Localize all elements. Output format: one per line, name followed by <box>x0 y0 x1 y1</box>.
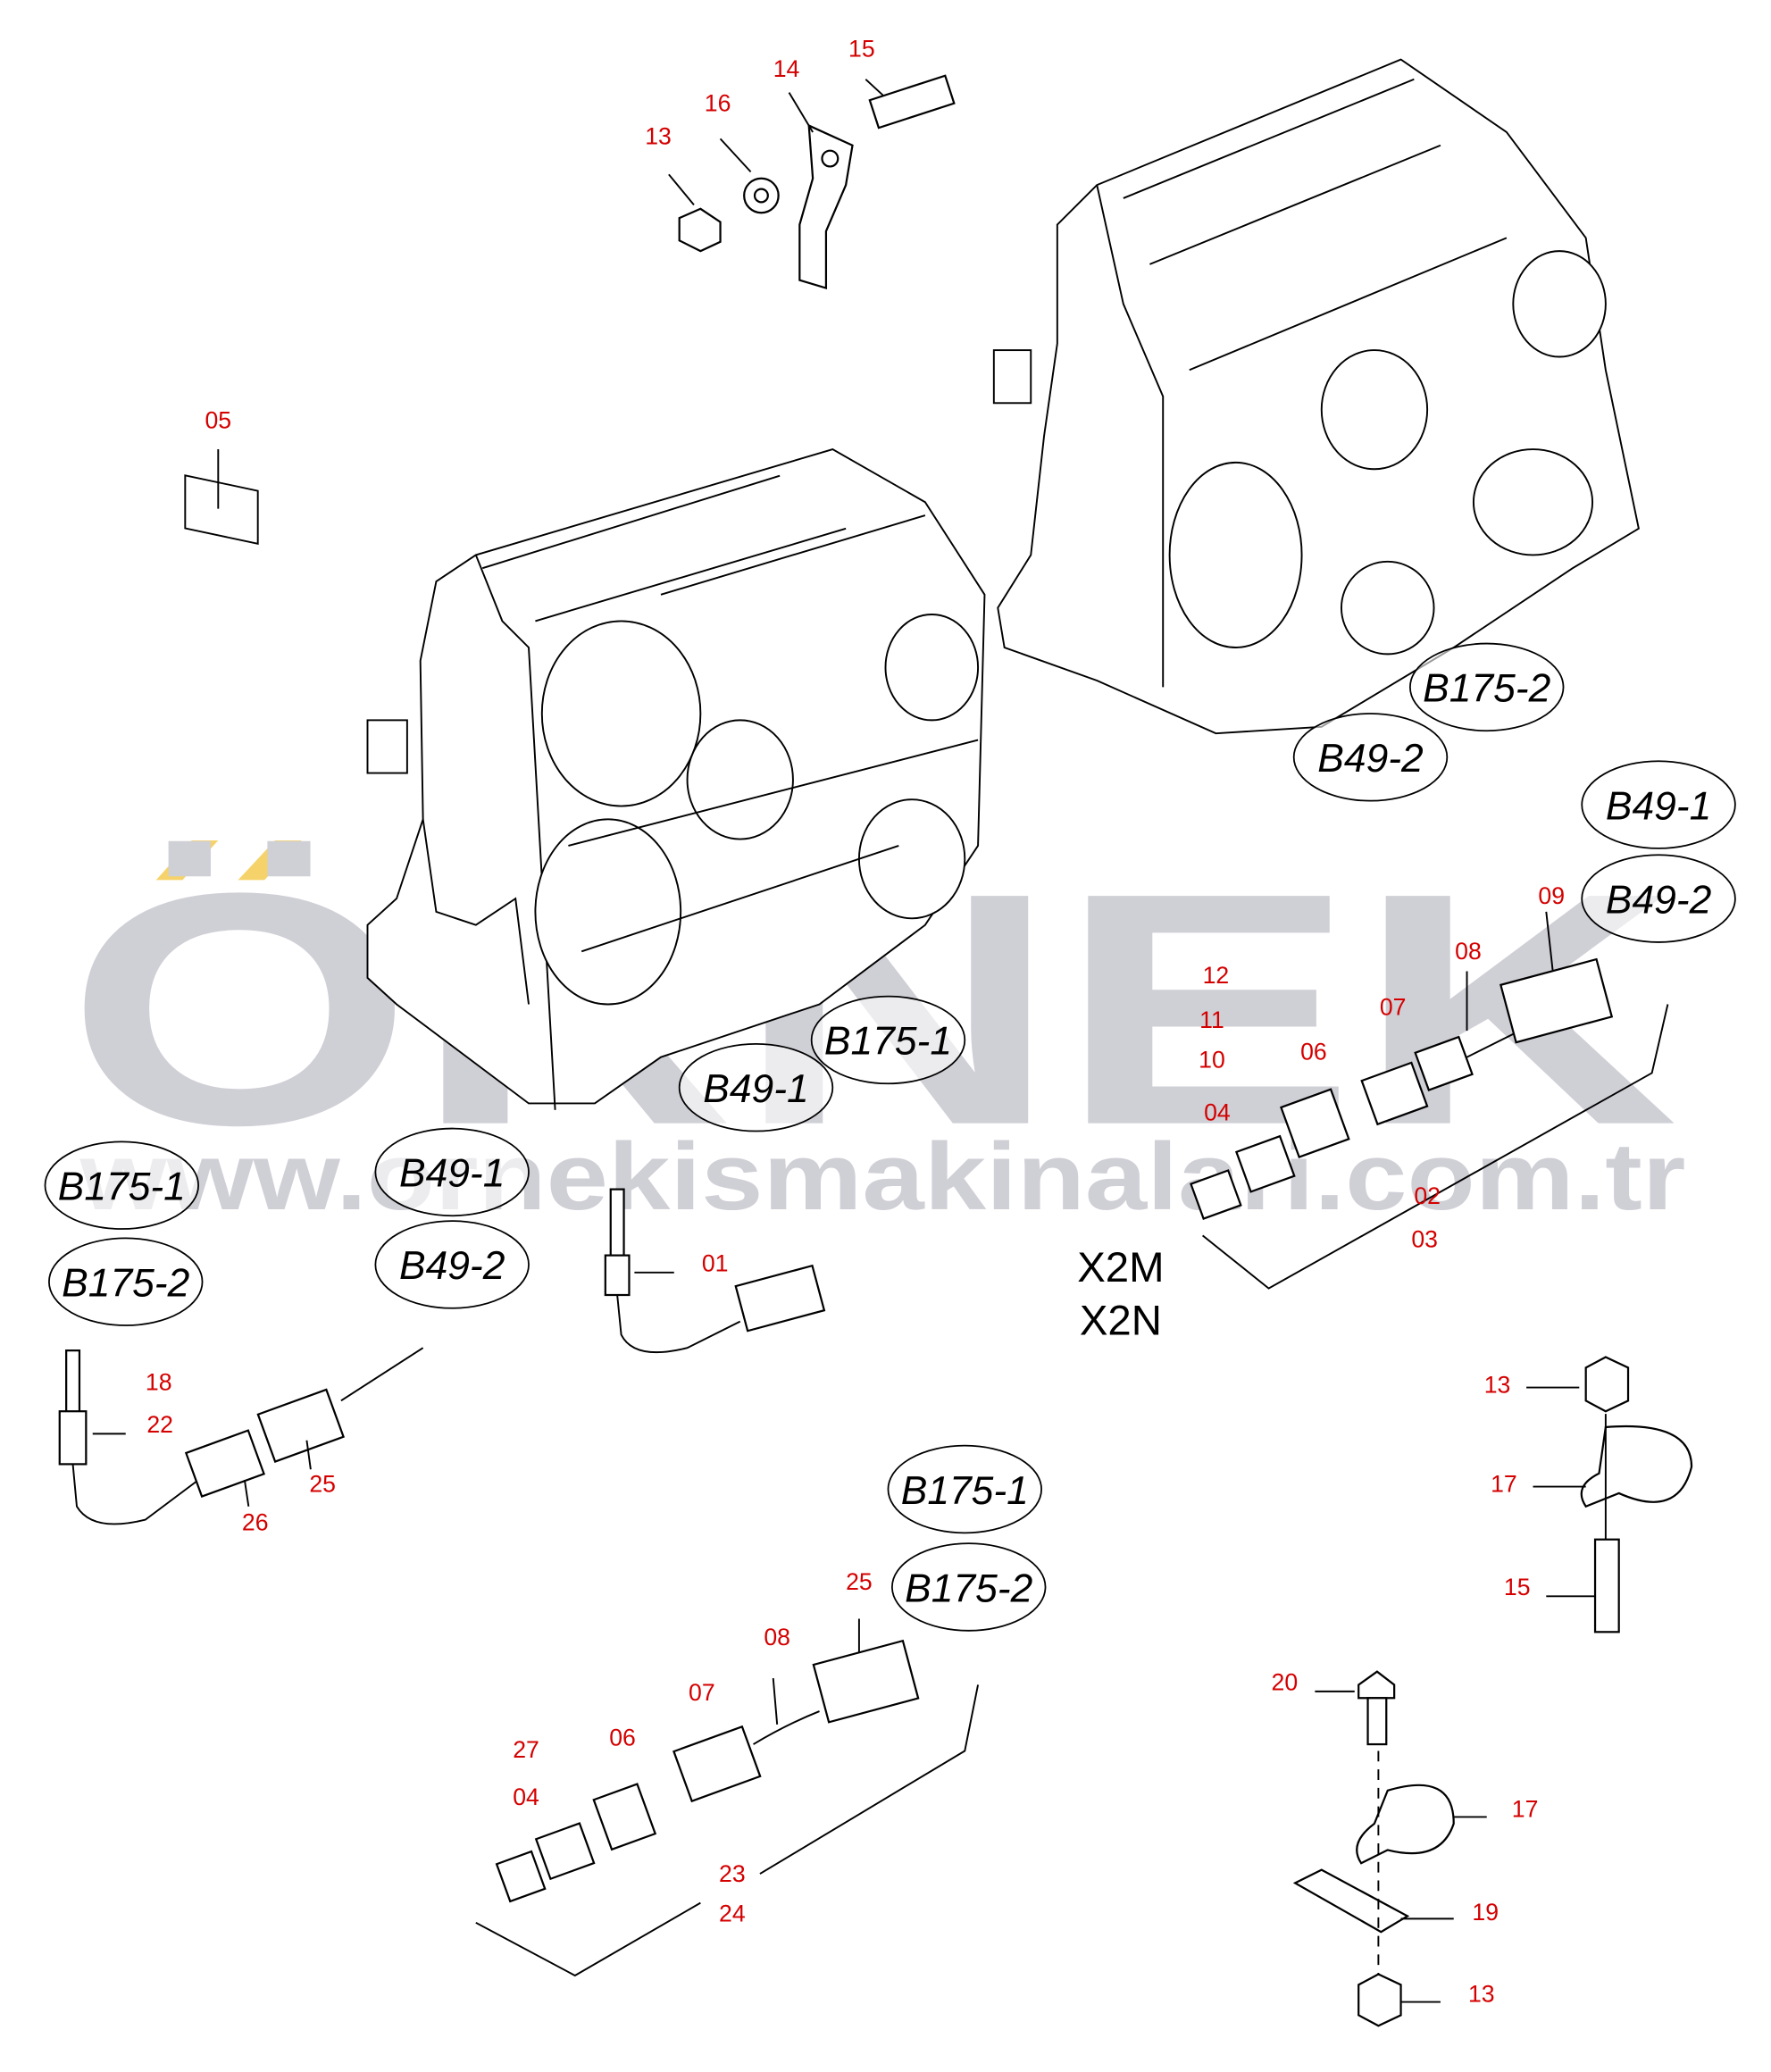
reference-bubble: B49-1 <box>374 1127 530 1217</box>
callout-27: 27 <box>513 1736 539 1763</box>
callout-23: 23 <box>719 1860 746 1887</box>
reference-ellipse <box>887 1444 1042 1534</box>
callout-13: 13 <box>1468 1981 1495 2008</box>
callout-02: 02 <box>1414 1182 1441 1209</box>
reference-bubble: B175-1 <box>44 1140 200 1230</box>
reference-bubble: B175-2 <box>48 1237 204 1326</box>
reference-ellipse <box>374 1127 530 1217</box>
watermark-url: www.ornekismakinalari.com.tr <box>79 1124 1686 1230</box>
callout-06: 06 <box>1300 1039 1327 1065</box>
watermark-accent <box>238 840 302 881</box>
reference-bubble: B49-2 <box>1581 854 1736 943</box>
nut-13 <box>678 207 722 253</box>
callout-08: 08 <box>764 1624 790 1650</box>
callout-03: 03 <box>1411 1226 1438 1253</box>
callout-05: 05 <box>205 406 231 433</box>
clamp-group-right <box>1526 1356 1693 1633</box>
reference-bubble: B175-1 <box>810 995 966 1085</box>
reference-ellipse <box>48 1237 204 1326</box>
connector-label-x2n: X2N <box>1080 1297 1162 1344</box>
callout-19: 19 <box>1472 1899 1499 1926</box>
reference-label: B49-2 <box>399 1244 505 1288</box>
connector-label-x2m: X2M <box>1077 1244 1164 1291</box>
sensor-group-right <box>1190 911 1669 1290</box>
hardware-group-top <box>184 74 956 545</box>
reference-bubble: B175-2 <box>891 1542 1047 1632</box>
callout-13: 13 <box>1484 1371 1511 1398</box>
reference-bubble: B49-1 <box>678 1042 834 1132</box>
reference-bubble: B49-1 <box>1581 760 1736 849</box>
callout-07: 07 <box>689 1679 715 1706</box>
reference-ellipse <box>1581 760 1736 849</box>
reference-bubble: B175-2 <box>1409 642 1565 732</box>
callout-17: 17 <box>1491 1470 1517 1497</box>
callout-11: 11 <box>1199 1007 1224 1033</box>
callout-07: 07 <box>1380 993 1407 1020</box>
callout-13: 13 <box>645 122 672 149</box>
sensor-group-bottom <box>475 1618 980 1977</box>
reference-label: B49-2 <box>1317 737 1424 781</box>
reference-ellipse <box>1409 642 1565 732</box>
sensor-01 <box>604 1188 826 1354</box>
callout-12: 12 <box>1203 962 1230 989</box>
callout-15: 15 <box>1504 1574 1531 1600</box>
callout-08: 08 <box>1455 938 1482 965</box>
reference-ellipse <box>810 995 966 1085</box>
callout-04: 04 <box>513 1784 539 1810</box>
reference-ellipse <box>44 1140 200 1230</box>
callout-01: 01 <box>702 1249 729 1276</box>
reference-label: B175-2 <box>62 1261 189 1305</box>
callout-22: 22 <box>146 1411 173 1438</box>
callout-18: 18 <box>146 1369 172 1396</box>
transmission-assembly-rear <box>992 58 1640 735</box>
callout-06: 06 <box>609 1725 636 1751</box>
reference-ellipse <box>1292 713 1449 802</box>
reference-label: B175-2 <box>905 1567 1032 1610</box>
callout-14: 14 <box>773 55 800 82</box>
callout-26: 26 <box>242 1508 269 1535</box>
reference-bubble: B175-1 <box>887 1444 1042 1534</box>
reference-label: B175-2 <box>1423 667 1550 711</box>
callout-24: 24 <box>719 1900 746 1926</box>
reference-label: B175-1 <box>824 1020 952 1064</box>
reference-label: B49-1 <box>1606 784 1711 828</box>
reference-label: B175-1 <box>901 1469 1029 1513</box>
bracket-14 <box>798 123 854 290</box>
reference-ellipse <box>1581 854 1736 943</box>
transmission-assembly-front <box>366 448 986 1110</box>
sensor-18 <box>58 1347 424 1525</box>
tube-part-05 <box>184 474 259 545</box>
reference-ellipse <box>891 1542 1047 1632</box>
clamp-group-bottom <box>1292 1670 1487 2027</box>
reference-ellipse <box>678 1042 834 1132</box>
callout-15: 15 <box>848 36 875 63</box>
callout-17: 17 <box>1512 1795 1539 1822</box>
callout-labels: 05 13 16 14 15 12 11 10 04 06 07 08 09 02 03 01 18 22 25 26… <box>146 36 1565 2008</box>
reference-label: B175-1 <box>58 1165 186 1208</box>
bolt-15 <box>868 74 956 130</box>
reference-label: B49-1 <box>399 1152 505 1196</box>
callout-10: 10 <box>1199 1047 1225 1074</box>
watermark-accent <box>155 840 219 881</box>
callout-16: 16 <box>705 89 731 116</box>
callout-25: 25 <box>309 1470 336 1497</box>
callout-25: 25 <box>846 1568 873 1595</box>
reference-ellipse <box>374 1220 530 1309</box>
callout-20: 20 <box>1272 1668 1299 1695</box>
reference-bubble: B49-2 <box>1292 713 1449 802</box>
callout-04: 04 <box>1204 1099 1231 1126</box>
reference-label: B49-2 <box>1606 878 1712 922</box>
reference-label: B49-1 <box>703 1067 808 1111</box>
callout-09: 09 <box>1538 882 1565 909</box>
reference-bubble: B49-2 <box>374 1220 530 1309</box>
